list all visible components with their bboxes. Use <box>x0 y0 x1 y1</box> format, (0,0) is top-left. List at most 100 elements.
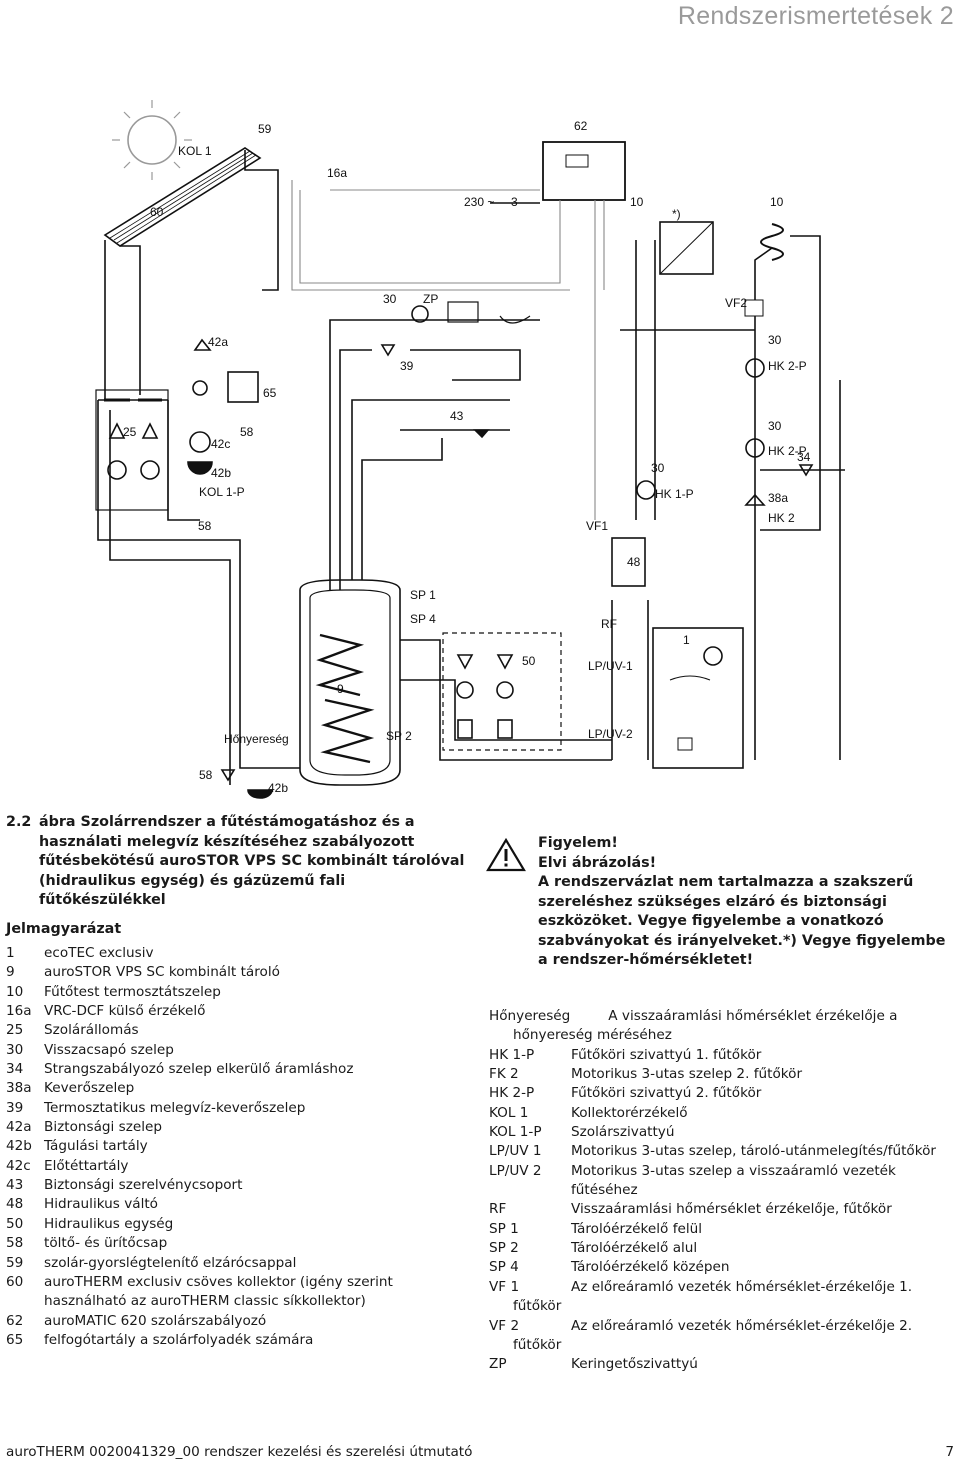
legend-code: 39 <box>6 1099 24 1116</box>
legend-desc: Szolárállomás <box>44 1022 139 1039</box>
lbl-42c: 42c <box>211 437 230 451</box>
legend-desc: Strangszabályozó szelep elkerülő áramlás… <box>44 1061 354 1078</box>
abbreviation-desc: Az előreáramló vezeték hőmérséklet-érzék… <box>571 1278 913 1295</box>
legend-code: 43 <box>6 1177 24 1194</box>
legend-desc: Biztonsági szelep <box>44 1119 162 1136</box>
lbl-230: 230 ~ <box>464 195 494 209</box>
lbl-hk2p-b: HK 2-P <box>768 444 807 458</box>
abbreviation-item: Hőnyereség A visszaáramlási hőmérséklet é… <box>489 1007 959 1026</box>
lbl-59: 59 <box>258 122 272 136</box>
legend-desc: Termosztatikus melegvíz-keverőszelep <box>44 1099 306 1116</box>
abbreviation-desc: Tárolóérzékelő alul <box>571 1240 698 1257</box>
legend-code: 60 <box>6 1273 24 1290</box>
legend-code: 42a <box>6 1119 32 1136</box>
lbl-honyereseg: Hőnyereség <box>224 732 289 746</box>
abbreviation-code: FK 2 <box>489 1066 519 1083</box>
legend-code: 65 <box>6 1331 24 1348</box>
abbreviation-code: Hőnyereség <box>489 1008 571 1024</box>
solar-collector <box>103 147 262 247</box>
lbl-39: 39 <box>400 359 414 373</box>
lbl-zp: ZP <box>423 292 438 306</box>
lbl-hk1p: HK 1-P <box>655 487 694 501</box>
sun-icon <box>112 100 192 180</box>
legend-desc: Hidraulikus váltó <box>44 1196 158 1213</box>
lbl-65: 65 <box>263 386 277 400</box>
legend-desc: auroMATIC 620 szolárszabályozó <box>44 1312 267 1329</box>
abbreviation-desc: Tárolóérzékelő középen <box>571 1259 730 1276</box>
lbl-34: 34 <box>797 450 811 464</box>
abbreviation-desc: Motorikus 3-utas szelep a visszaáramló v… <box>571 1162 896 1179</box>
page-number: 7 <box>945 1444 954 1460</box>
abbreviation-desc: Tárolóérzékelő felül <box>571 1220 703 1237</box>
legend-item: 39 Termosztatikus melegvíz-keverőszelep <box>6 1099 476 1118</box>
legend-item: 42a Biztonsági szelep <box>6 1118 476 1137</box>
lbl-lpuv1: LP/UV-1 <box>588 659 633 673</box>
footer-doc-title: auroTHERM 0020041329_00 rendszer kezelés… <box>6 1444 473 1460</box>
abbreviation-code: KOL 1-P <box>489 1124 542 1141</box>
lbl-50: 50 <box>522 654 536 668</box>
lbl-30c: 30 <box>768 419 782 433</box>
legend-desc: auroSTOR VPS SC kombinált tároló <box>44 964 280 981</box>
lbl-hk2: HK 2 <box>768 511 795 525</box>
legend-desc: Keverőszelep <box>44 1080 135 1097</box>
legend-code: 48 <box>6 1196 24 1213</box>
legend-desc: Hidraulikus egység <box>44 1215 174 1232</box>
lbl-42a: 42a <box>208 335 228 349</box>
abbreviation-code: KOL 1 <box>489 1104 529 1121</box>
legend-code: 42b <box>6 1138 32 1155</box>
abbreviation-desc-continued: fűtőkör <box>513 1298 562 1315</box>
abbreviation-desc: Az előreáramló vezeték hőmérséklet-érzék… <box>571 1317 913 1334</box>
legend-item: 38a Keverőszelep <box>6 1079 476 1098</box>
legend-code: 50 <box>6 1215 24 1232</box>
abbreviation-desc: Kollektorérzékelő <box>571 1104 688 1121</box>
legend-code: 59 <box>6 1254 24 1271</box>
abbreviation-code: HK 2-P <box>489 1085 535 1102</box>
lbl-16a: 16a <box>327 166 347 180</box>
legend-code: 25 <box>6 1022 24 1039</box>
legend-desc: Visszacsapó szelep <box>44 1041 174 1058</box>
lbl-lpuv2: LP/UV-2 <box>588 727 633 741</box>
abbreviation-code: SP 4 <box>489 1259 519 1276</box>
abbreviation-code: HK 1-P <box>489 1046 535 1063</box>
lbl-9: 9 <box>337 682 344 696</box>
lbl-vf1: VF1 <box>586 519 608 533</box>
lbl-sp4: SP 4 <box>410 612 436 626</box>
legend-desc: szolár-gyorslégtelenítő elzárócsappal <box>44 1254 297 1271</box>
abbreviation-desc: A visszaáramlási hőmérséklet érzékelője … <box>608 1008 898 1024</box>
legend-code: 62 <box>6 1312 24 1329</box>
legend-code: 38a <box>6 1080 32 1097</box>
abbreviation-code: VF 1 <box>489 1278 520 1295</box>
abbreviation-code: LP/UV 1 <box>489 1143 542 1160</box>
abbreviation-desc: Motorikus 3-utas szelep, tároló-utánmele… <box>571 1143 937 1160</box>
warning-subheading: Elvi ábrázolás! <box>538 854 657 871</box>
legend-item: 34 Strangszabályozó szelep elkerülő áraml… <box>6 1060 476 1079</box>
abbreviation-item: SP 4 Tárolóérzékelő középen <box>489 1258 959 1277</box>
hydraulic-diagram: KOL 1 59 16a 60 62 230 ~ 3 10 *) 10 30 Z… <box>95 100 845 799</box>
legend-desc: Fűtőtest termosztátszelep <box>44 983 221 1000</box>
lbl-1: 1 <box>683 633 690 647</box>
legend-code: 16a <box>6 1003 32 1020</box>
legend-code: 34 <box>6 1061 24 1078</box>
legend-desc: felfogótartály a szolárfolyadék számára <box>44 1331 314 1348</box>
lbl-10a: 10 <box>630 195 644 209</box>
warning-triangle-icon <box>486 838 526 872</box>
lbl-30d: 30 <box>651 461 665 475</box>
legend-desc: VRC-DCF külső érzékelő <box>44 1003 206 1020</box>
legend-desc: Előtéttartály <box>44 1157 129 1174</box>
lbl-58c: 58 <box>199 768 213 782</box>
figure-caption: 2.2 ábra Szolárrendszer a fűtéstámogatás… <box>6 813 476 911</box>
lbl-58a: 58 <box>240 425 254 439</box>
abbreviation-item: VF 1 Az előreáramló vezeték hőmérséklet-é… <box>489 1278 959 1297</box>
